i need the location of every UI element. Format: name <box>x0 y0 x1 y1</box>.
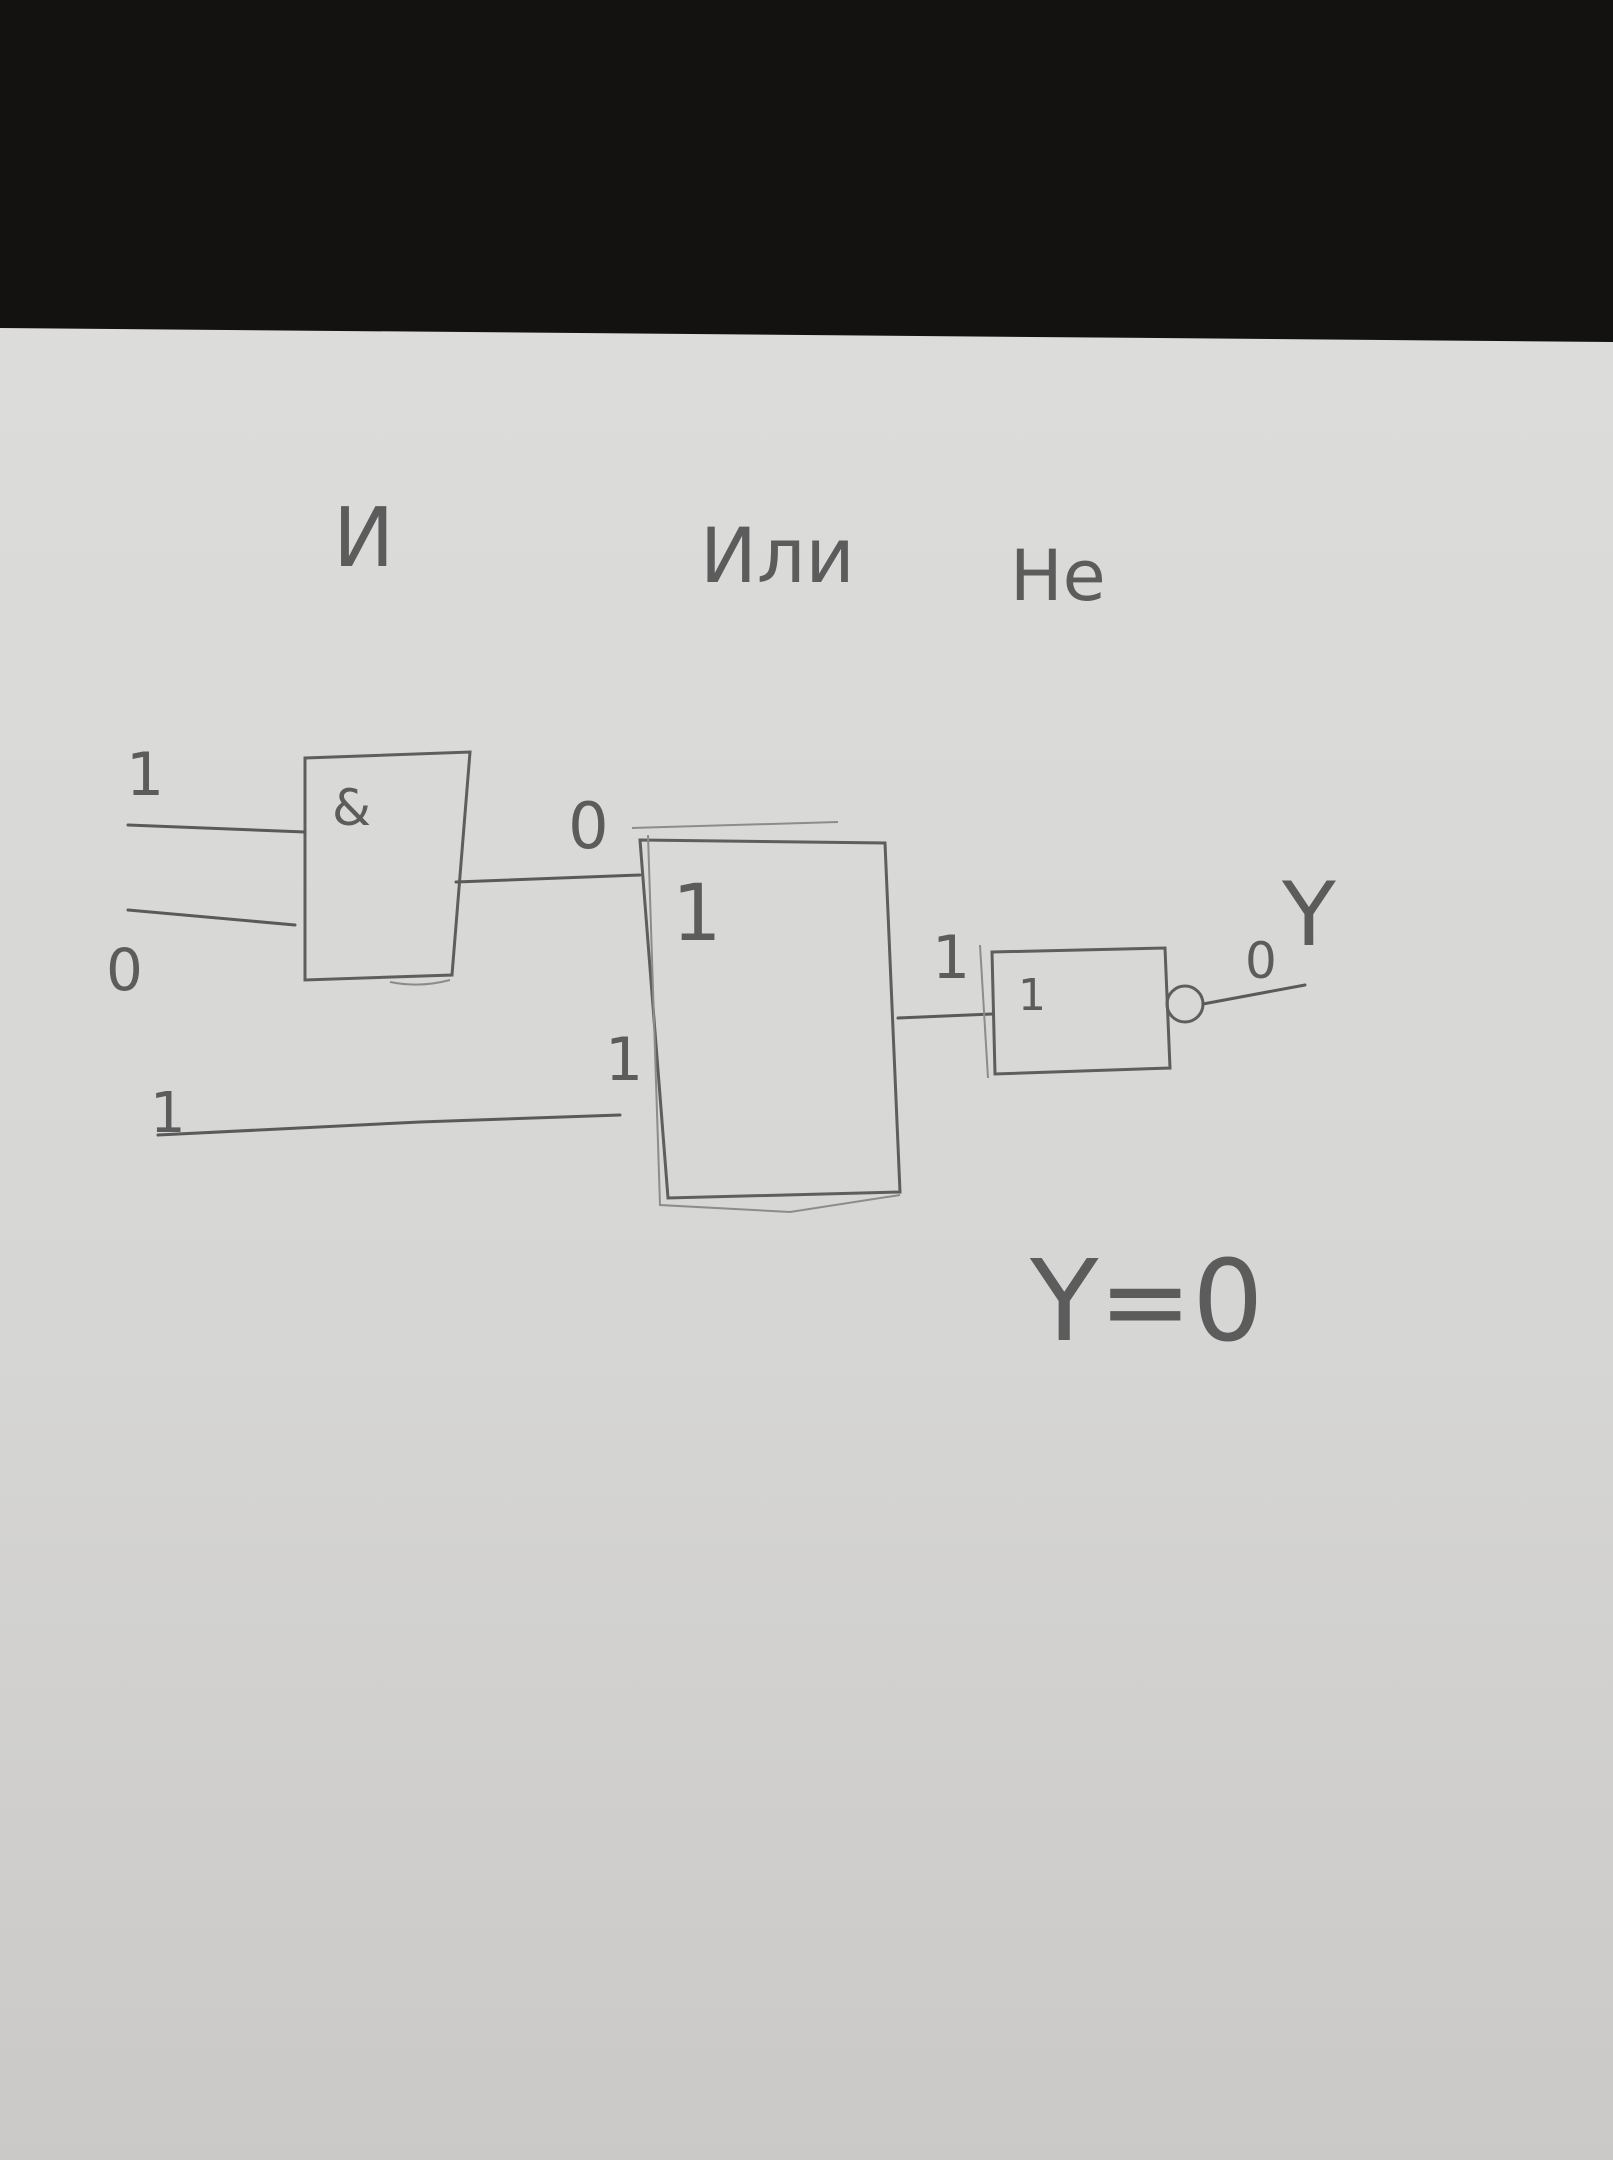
not-gate-title: Не <box>1010 535 1106 617</box>
not-output-wire <box>1201 983 1307 1006</box>
output-name: Y <box>1281 863 1336 966</box>
or-gate: 1 <box>631 821 902 1214</box>
or-output-value: 1 <box>932 923 970 993</box>
paper-sheet <box>0 328 1613 2160</box>
or-input-bottom-value: 1 <box>605 1025 643 1095</box>
and-input-top-wire <box>126 823 307 834</box>
not-gate-symbol: 1 <box>1018 970 1046 1021</box>
and-output-wire <box>454 873 642 884</box>
or-input-bottom-wire <box>156 1113 622 1137</box>
and-output-value: 0 <box>568 790 609 864</box>
or-gate-title: Или <box>700 511 855 600</box>
and-gate-symbol: & <box>332 779 371 837</box>
and-input-bottom-wire <box>126 908 297 927</box>
or-gate-symbol: 1 <box>672 869 722 959</box>
and-input-bottom-value: 0 <box>106 936 143 1004</box>
and-input-top-value: 1 <box>126 740 164 810</box>
and-gate-title: И <box>333 491 394 586</box>
or-output-wire <box>896 1012 994 1020</box>
and-gate: & <box>303 750 472 986</box>
or-input-source-value: 1 <box>150 1081 186 1146</box>
not-output-value: 0 <box>1245 932 1277 990</box>
dark-background <box>0 0 1613 340</box>
result-equation: Y=0 <box>1029 1237 1264 1367</box>
